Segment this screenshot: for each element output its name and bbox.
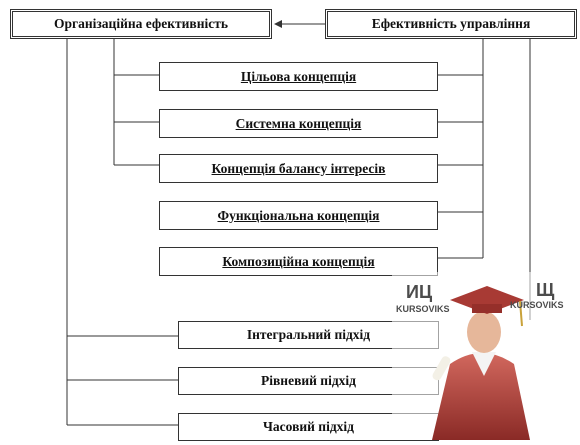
- concept-label: Концепція балансу інтересів: [211, 160, 386, 176]
- concept-box-target: Цільова концепція: [159, 62, 438, 91]
- concept-box-balance: Концепція балансу інтересів: [159, 154, 438, 183]
- management-effectiveness-label: Ефективність управління: [371, 16, 531, 31]
- concept-label: Системна концепція: [235, 115, 362, 131]
- watermark-letters-left: ИЦ: [406, 282, 433, 302]
- concept-box-compositional: Композиційна концепція: [159, 247, 438, 276]
- approach-label: Інтегральний підхід: [246, 327, 371, 342]
- management-effectiveness-box: Ефективність управління: [325, 9, 577, 39]
- graduate-figure-image: [392, 272, 580, 440]
- watermark-brand-left: KURSOVIKS: [396, 304, 450, 314]
- arrow-head: [274, 20, 282, 28]
- watermark-letters-right: Щ: [536, 280, 555, 300]
- concept-box-functional: Функціональна концепція: [159, 201, 438, 230]
- concept-label: Цільова концепція: [240, 68, 357, 84]
- approach-label: Рівневий підхід: [261, 373, 356, 388]
- kursoviks-watermark: ИЦ Щ KURSOVIKS KURSOVIKS: [392, 272, 580, 440]
- watermark-brand-right: KURSOVIKS: [510, 300, 564, 310]
- org-effectiveness-label: Організаційна ефективність: [53, 16, 229, 31]
- concept-label: Композиційна концепція: [222, 253, 375, 269]
- concept-box-systems: Системна концепція: [159, 109, 438, 138]
- approach-label: Часовий підхід: [263, 419, 354, 434]
- concept-label: Функціональна концепція: [217, 207, 380, 223]
- org-effectiveness-box: Організаційна ефективність: [10, 9, 272, 39]
